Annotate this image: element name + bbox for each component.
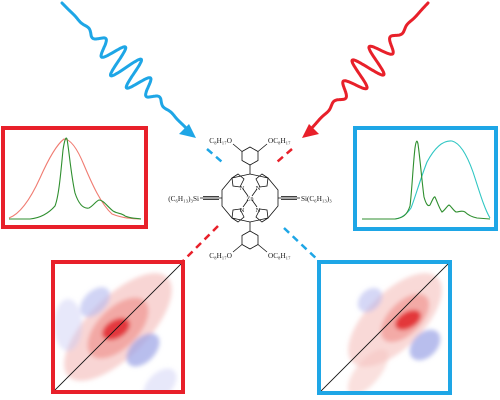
molecule-labels: C₈H₁₇O OC₈H₁₇ C₈H₁₇O OC₈H₁₇ (C₆H₁₃)₃Si S… (168, 137, 332, 260)
n-zn-bond-2 (251, 188, 258, 197)
bottom-left-substituent-label: C₈H₁₇O (209, 252, 232, 260)
n-zn-bond-4 (251, 199, 258, 208)
nitrogen-label-1: N (240, 185, 245, 192)
red-pulse-arrowhead (302, 124, 319, 138)
right-map-diagonal (319, 262, 450, 393)
left-map-contours (53, 262, 183, 392)
left-map-diagonal (53, 262, 183, 392)
top-aryl-ring (241, 146, 259, 166)
top-left-ether-bond (232, 143, 243, 152)
n-zn-bond-1 (242, 188, 249, 197)
right-silyl-label: Si(C₆H₁₃)₃ (301, 195, 332, 203)
red-laser-pulse-arrow (302, 1, 430, 138)
left-silyl-label: (C₆H₁₃)₃Si (168, 195, 199, 203)
left-2d-map-panel (51, 260, 185, 394)
left-map-frame (51, 260, 185, 394)
dashed-connectors (181, 148, 321, 263)
blue-pulse-waveform (60, 1, 192, 134)
right-spectrum-frame (353, 126, 498, 231)
pyrrole-bottom-right (255, 208, 269, 223)
bottom-left-ether-bond (232, 244, 243, 253)
zinc-porphyrin-molecule (200, 143, 300, 253)
right-map-negative-lobe-lower (409, 329, 441, 361)
blue-pulse-arrowhead (179, 124, 196, 138)
nitrogen-label-2: N (256, 185, 261, 192)
right-spectrum-narrow-trace (362, 140, 491, 220)
bottom-aryl-ring (241, 230, 259, 250)
red-pulse-waveform (306, 1, 430, 134)
n-zn-bond-3 (242, 199, 249, 208)
blue-laser-pulse-arrow (60, 1, 196, 138)
right-map-positive-lobe-bottom (347, 349, 389, 393)
right-spectrum-panel (353, 126, 498, 231)
bottom-right-ether-bond (257, 244, 268, 253)
top-right-substituent-label: OC₈H₁₇ (268, 137, 291, 145)
left-map-negative-lobe-left (54, 299, 82, 351)
right-map-intensity (347, 273, 442, 393)
right-map-negative-lobe-upper (357, 287, 383, 313)
left-spectrum-broad-trace (8, 138, 142, 220)
left-map-negative-lobe-upper (80, 287, 110, 317)
right-2d-map-panel (317, 260, 452, 395)
nitrogen-label-4: N (256, 207, 261, 214)
left-spectrum-narrow-trace (9, 137, 142, 220)
zinc-atom-label: Zn (246, 196, 254, 203)
dashed-line-top-right (276, 148, 293, 163)
left-spectrum-panel (1, 126, 148, 229)
left-map-negative-lobe-lower (126, 333, 160, 367)
dashed-line-bottom-right (283, 227, 321, 263)
right-map-frame (317, 260, 452, 395)
left-spectrum-frame (1, 126, 148, 229)
left-map-negative-lobe-bottom (143, 368, 177, 392)
pyrrole-top-right (255, 173, 269, 188)
nitrogen-label-3: N (240, 207, 245, 214)
top-left-substituent-label: C₈H₁₇O (209, 137, 232, 145)
porphyrin-outer-ring (221, 173, 279, 223)
pyrrole-bottom-left (231, 208, 245, 223)
right-spectrum-broad-trace (362, 140, 491, 220)
pyrrole-top-left (231, 173, 245, 188)
bottom-right-substituent-label: OC₈H₁₇ (268, 252, 291, 260)
dashed-line-bottom-left (181, 225, 219, 263)
right-map-contours (319, 262, 450, 393)
dashed-line-top-left (206, 148, 223, 163)
top-right-ether-bond (257, 143, 268, 152)
right-map-positive-peak (395, 310, 421, 330)
